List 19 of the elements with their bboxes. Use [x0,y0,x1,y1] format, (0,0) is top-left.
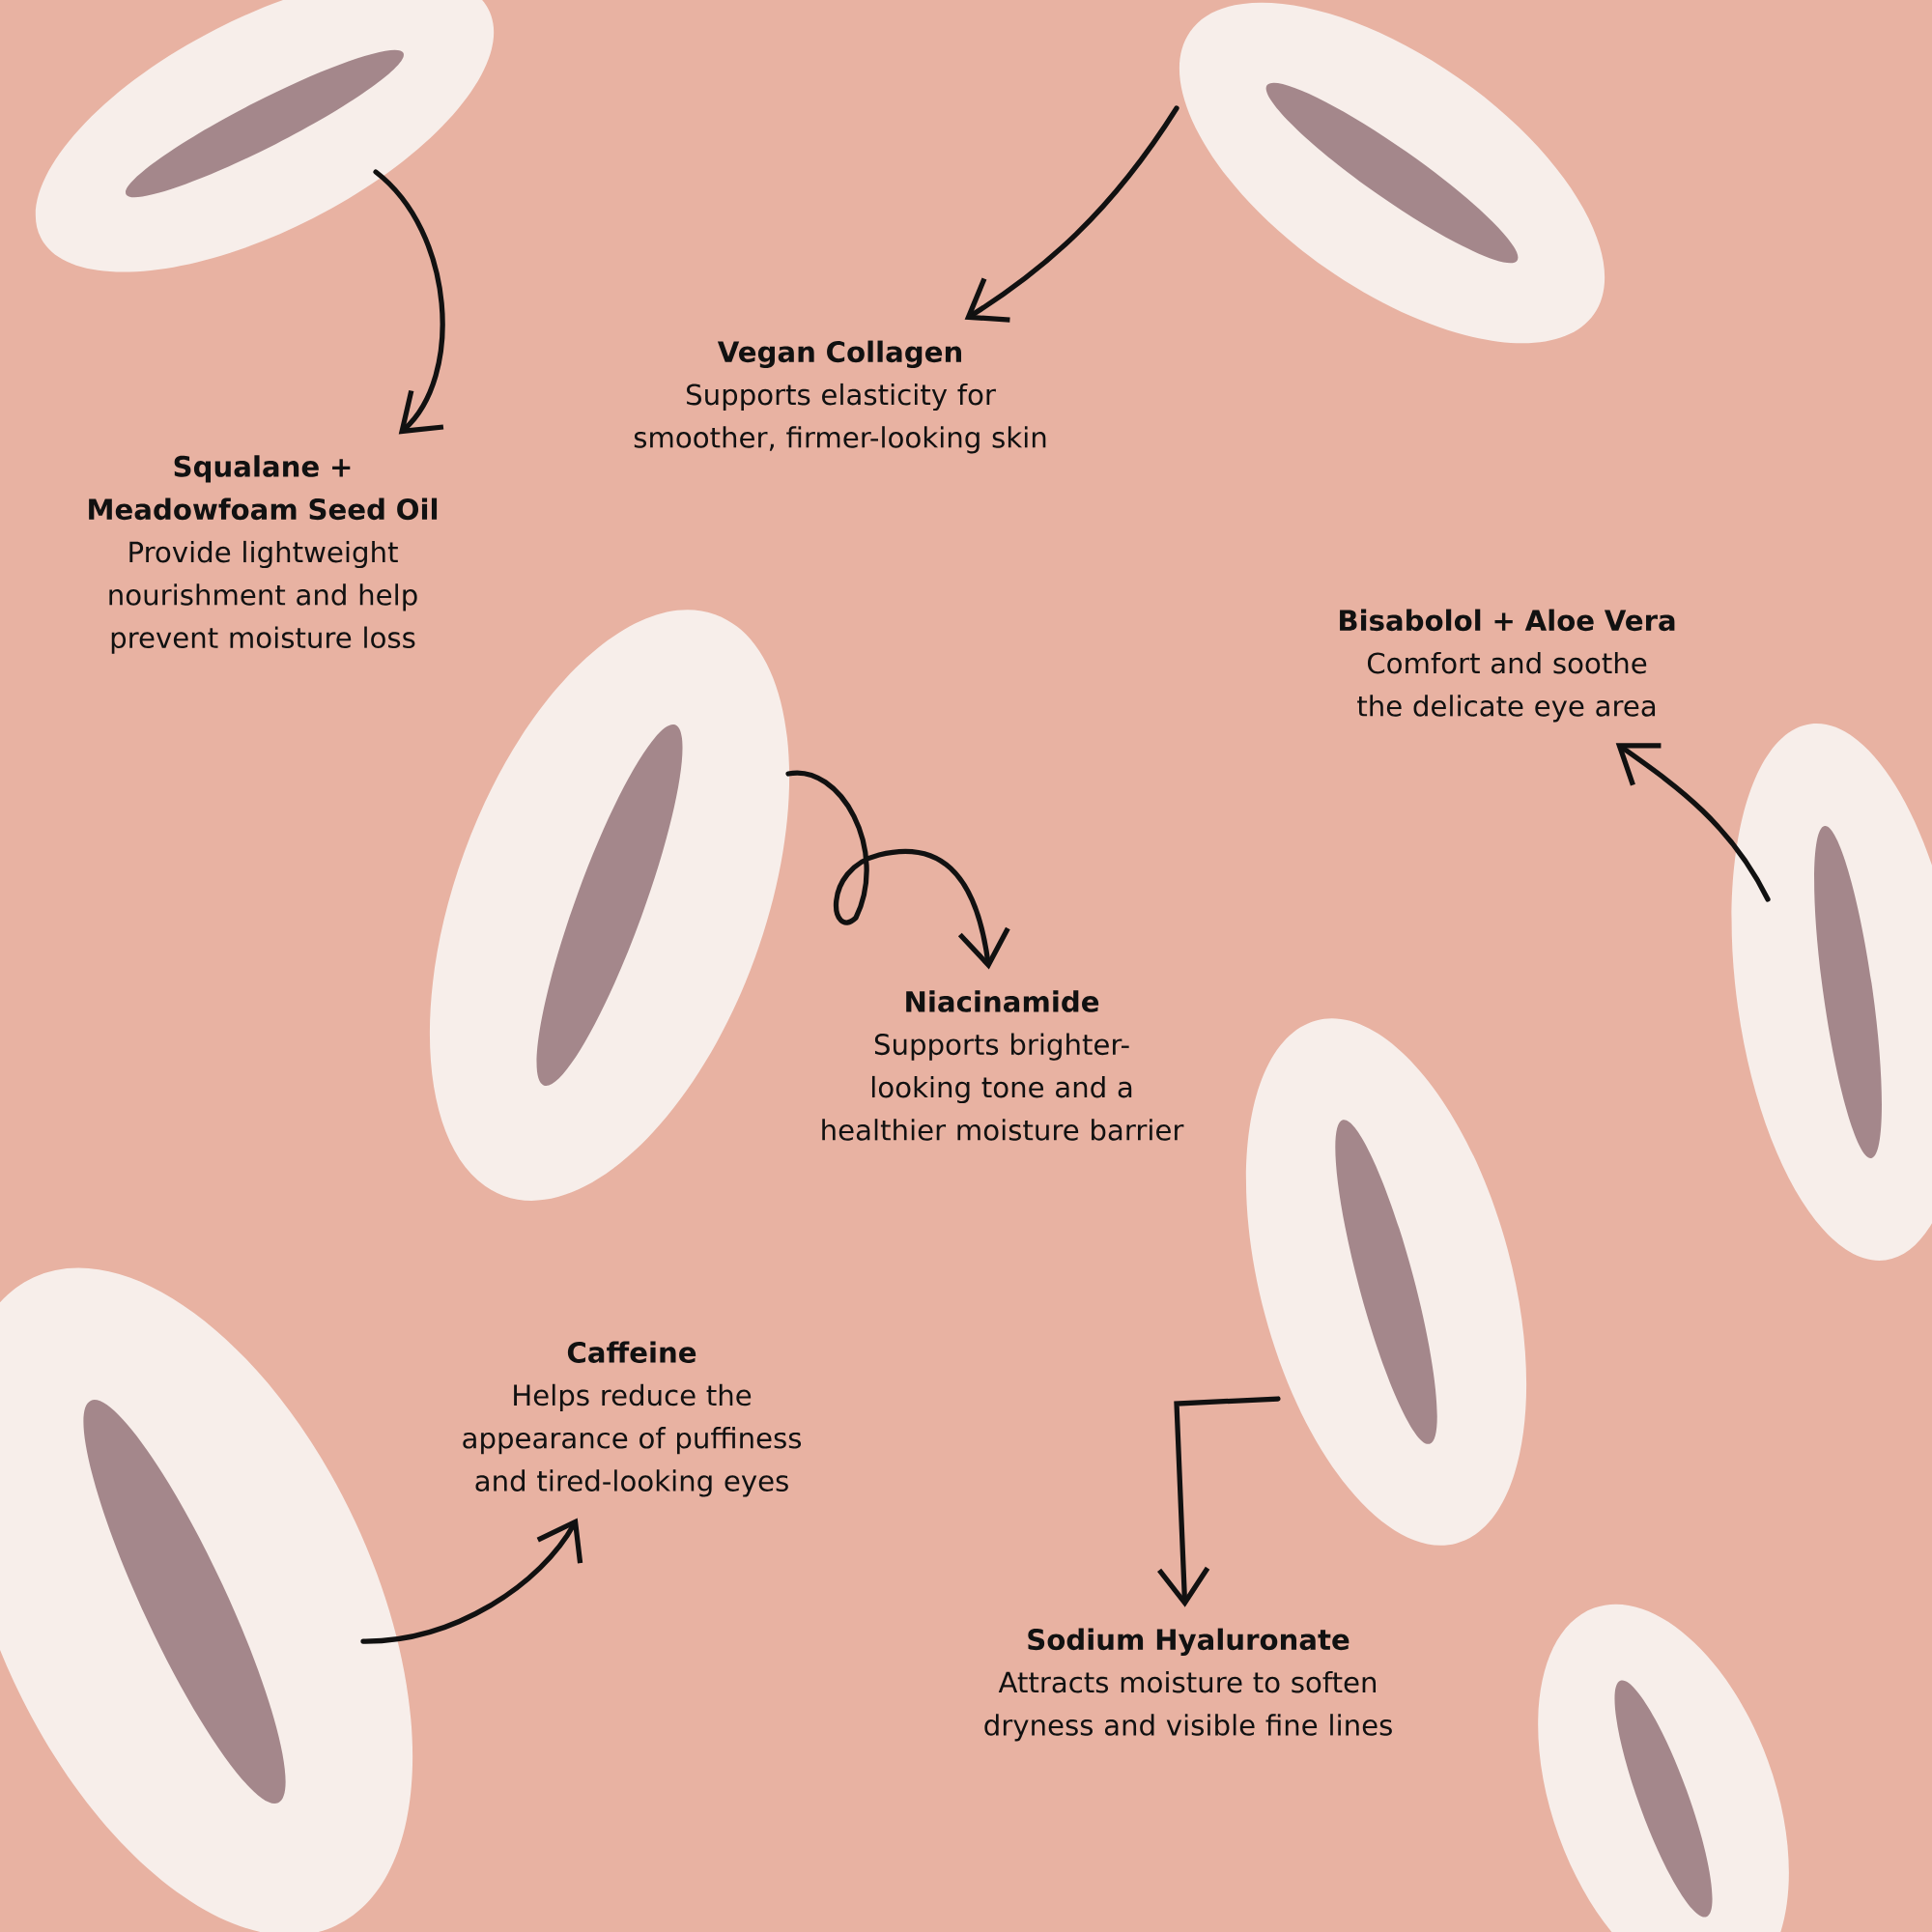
cream-smear [1179,3,1605,343]
ingredient-text: Caffeine Helps reduce the appearance of puffiness and tired-looking eyes [463,1341,802,1497]
arrow [373,169,445,435]
cream-smear [0,1267,412,1932]
ingredient-text: Vegan Collagen Supports elasticity for smoother, firmer-looking skin [634,340,1046,454]
arrow [360,1518,583,1644]
cream-smear [1538,1605,1789,1932]
cream-smear [36,0,494,272]
arrow [1615,743,1771,902]
cream-smear [1245,1018,1527,1546]
arrow [1157,1396,1281,1607]
arrow [785,770,1010,970]
ingredient-text: Niacinamide Supports brighter-looking tone and a healthier moisture barrier [822,990,1184,1141]
cream-smear [430,610,789,1201]
ingredient-text: Squalane + Meadowfoam Seed Oil Provide lightweight nourishment and help prevent moisture loss [89,455,438,654]
arrow [964,105,1179,323]
ingredient-text: Sodium Hyaluronate Attracts moisture to soften dryness and visible fine lines [984,1628,1392,1742]
cream-smear [1731,724,1932,1261]
ingredient-text: Bisabolol + Aloe Vera Comfort and soothe the delicate eye area [1340,609,1675,723]
